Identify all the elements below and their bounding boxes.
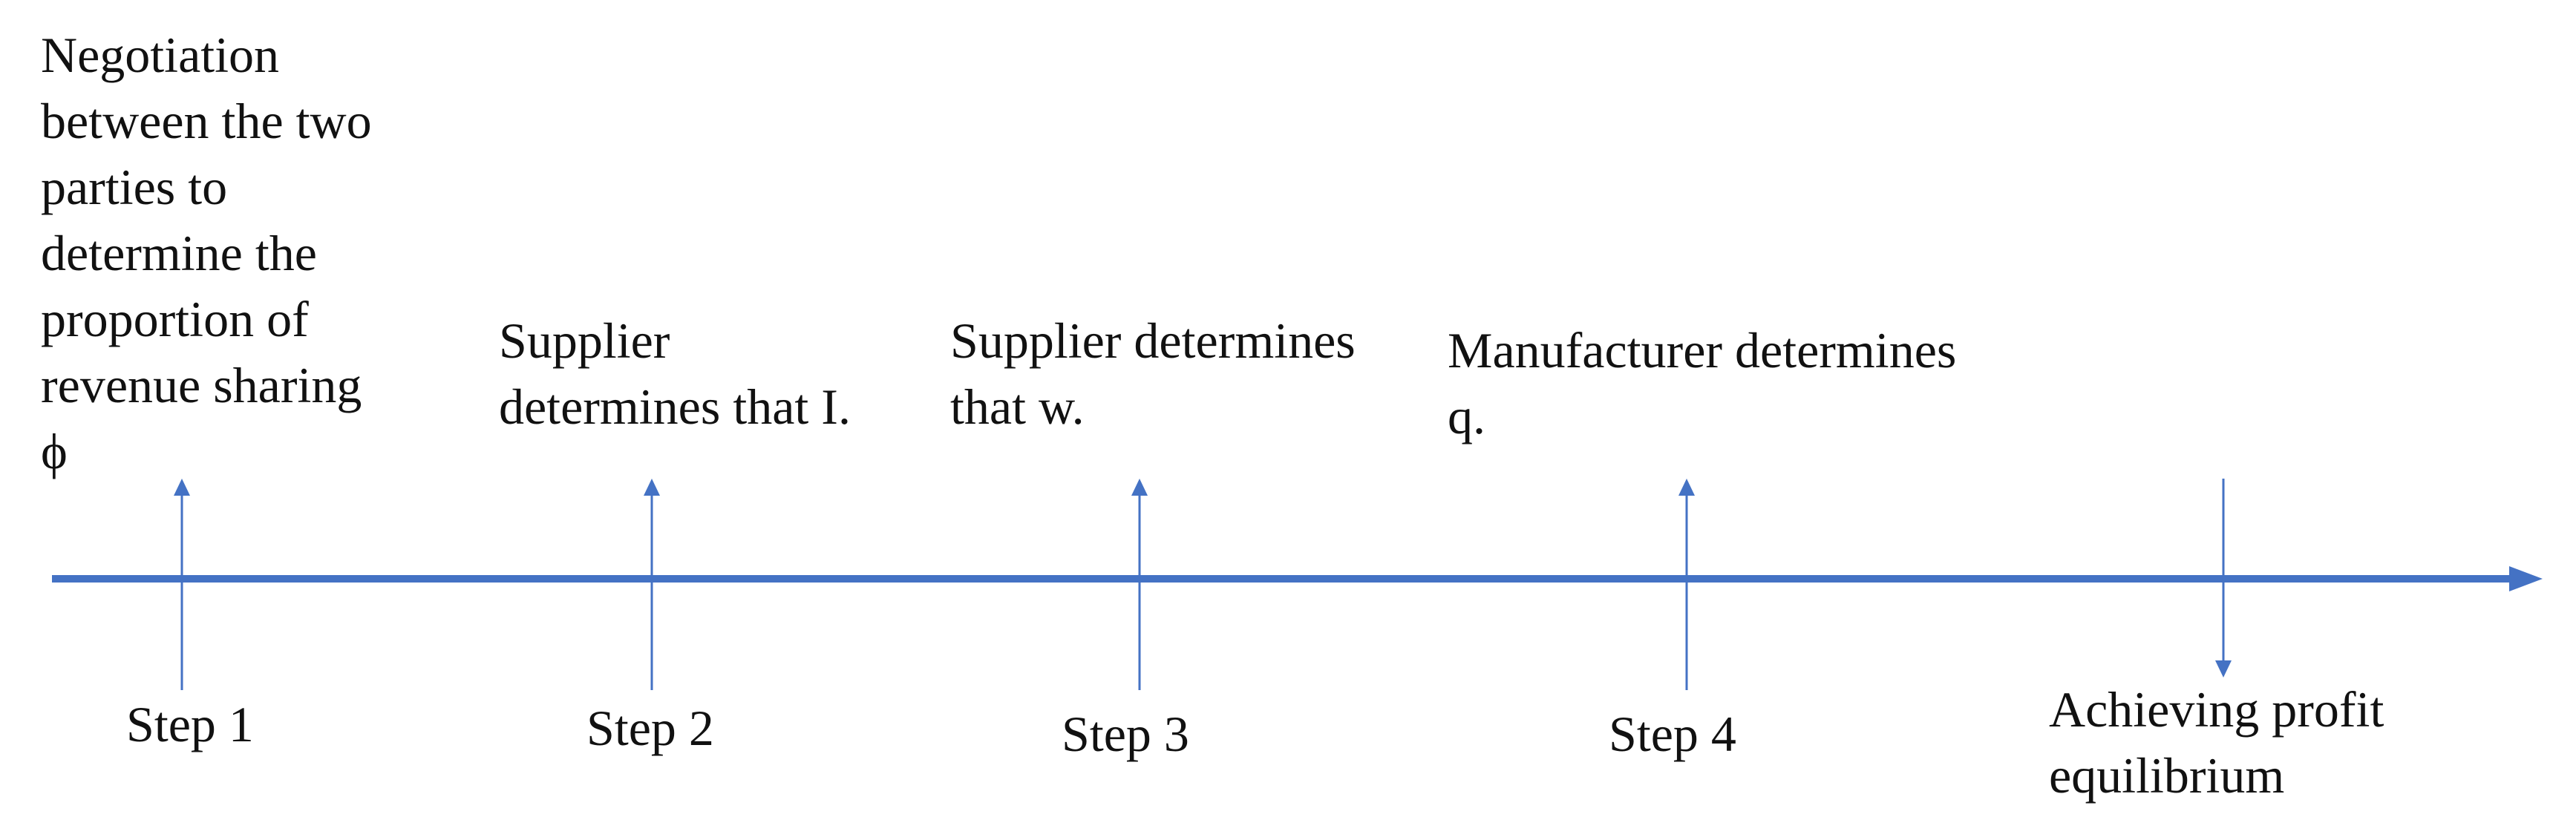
outcome-arrowhead (2215, 660, 2232, 677)
step-3-arrowhead (1131, 479, 1148, 496)
step-1-arrowhead (174, 479, 190, 496)
step-1-label: Step 1 (126, 696, 254, 752)
step-3-label: Step 3 (1062, 706, 1189, 762)
step-4-arrowhead (1678, 479, 1695, 496)
outcome-label: Achieving profit equilibrium (2049, 681, 2384, 804)
step-1-description: Negotiation between the two parties to d… (41, 27, 372, 479)
step-3-description: Supplier determines that w. (950, 312, 1356, 435)
timeline-axis-arrowhead (2509, 566, 2543, 591)
step-2-arrowhead (644, 479, 660, 496)
step-4-description: Manufacturer determines q. (1448, 322, 1957, 444)
step-2-description: Supplier determines that I. (499, 312, 851, 435)
step-2-label: Step 2 (586, 700, 714, 756)
step-4-label: Step 4 (1609, 706, 1736, 762)
